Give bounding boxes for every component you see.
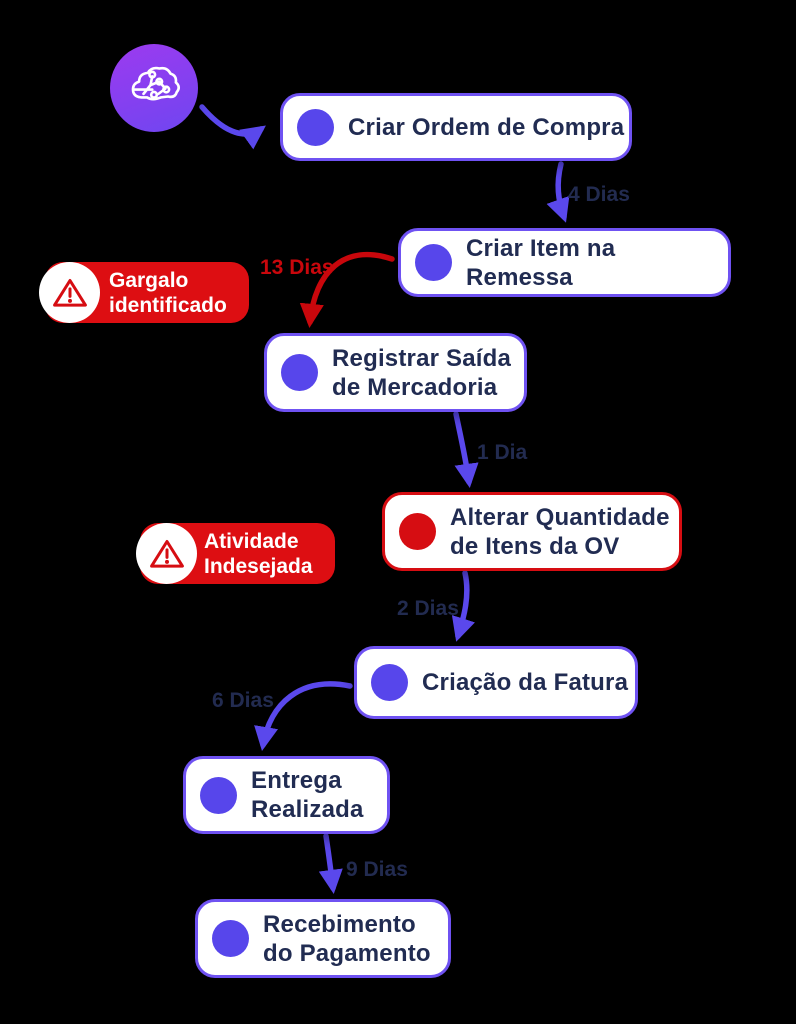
badge-label: Gargalo identificado bbox=[109, 268, 227, 318]
activity-dot bbox=[212, 920, 249, 957]
activity-dot bbox=[200, 776, 237, 814]
badge-atividade-indesejada: Atividade Indesejada bbox=[136, 523, 335, 584]
edge-registrar-saida-to-alterar-quantidade bbox=[453, 411, 479, 488]
node-label: Criação da Fatura bbox=[422, 668, 628, 697]
badge-gargalo-identificado: Gargalo identificado bbox=[39, 262, 249, 323]
warning-icon bbox=[39, 262, 100, 323]
node-label-line: de Itens da OV bbox=[450, 532, 620, 560]
node-label-line: Entrega bbox=[251, 767, 342, 794]
node-label-line: Recebimento bbox=[263, 910, 416, 938]
activity-dot bbox=[371, 664, 408, 701]
badge-label-line: identificado bbox=[109, 293, 227, 317]
process-mining-logo bbox=[110, 44, 198, 132]
edge-alterar-quantidade-to-criacao-fatura bbox=[451, 570, 476, 642]
node-label-line: do Pagamento bbox=[263, 939, 431, 967]
node-registrar-saida-de-mercadoria[interactable]: Registrar Saída de Mercadoria bbox=[264, 333, 527, 412]
node-label-line: Criar Ordem de Compra bbox=[348, 113, 625, 141]
node-label: Alterar Quantidade de Itens da OV bbox=[450, 503, 670, 561]
brain-circuit-icon bbox=[126, 58, 182, 119]
badge-label: Atividade Indesejada bbox=[204, 529, 313, 579]
badge-label-line: Atividade bbox=[204, 529, 299, 553]
edge-duration-label: 9 Dias bbox=[346, 858, 408, 881]
node-label: Criar Item na Remessa bbox=[466, 234, 728, 292]
edge-criar-ordem-to-criar-item bbox=[546, 161, 570, 223]
edge-duration-label: 2 Dias bbox=[397, 597, 459, 620]
node-label: Criar Ordem de Compra bbox=[348, 113, 624, 142]
node-label-line: Criar Item na Remessa bbox=[466, 234, 616, 291]
node-alterar-quantidade-de-itens-da-ov[interactable]: Alterar Quantidade de Itens da OV bbox=[382, 492, 682, 571]
edge-duration-label: 4 Dias bbox=[568, 183, 630, 206]
node-criar-item-na-remessa[interactable]: Criar Item na Remessa bbox=[398, 228, 731, 297]
node-label: Recebimento do Pagamento bbox=[263, 910, 431, 968]
node-label-line: de Mercadoria bbox=[332, 373, 498, 401]
node-label-line: Registrar Saída bbox=[332, 344, 512, 372]
node-criacao-da-fatura[interactable]: Criação da Fatura bbox=[354, 646, 638, 719]
node-criar-ordem-de-compra[interactable]: Criar Ordem de Compra bbox=[280, 93, 632, 161]
edge-entrega-realizada-to-recebimento bbox=[318, 833, 343, 895]
node-label-line: Realizada bbox=[251, 796, 364, 823]
edge-duration-label: 6 Dias bbox=[212, 689, 274, 712]
activity-dot bbox=[415, 244, 452, 281]
activity-dot bbox=[281, 354, 318, 391]
edge-start-to-criar-ordem bbox=[199, 104, 266, 150]
warning-icon bbox=[136, 523, 197, 584]
activity-dot bbox=[399, 513, 436, 550]
edge-criacao-fatura-to-entrega-realizada bbox=[254, 681, 353, 751]
node-label: Registrar Saída de Mercadoria bbox=[332, 344, 511, 402]
node-label-line: Criação da Fatura bbox=[422, 669, 629, 696]
node-label: Entrega Realizada bbox=[251, 766, 364, 824]
node-entrega-realizada[interactable]: Entrega Realizada bbox=[183, 756, 390, 834]
edge-duration-label: 1 Dia bbox=[477, 441, 528, 464]
badge-label-line: Indesejada bbox=[204, 554, 313, 578]
edge-duration-label: 13 Dias bbox=[260, 256, 334, 279]
badge-label-line: Gargalo bbox=[109, 268, 189, 292]
node-label-line: Alterar Quantidade bbox=[450, 503, 670, 531]
activity-dot bbox=[297, 108, 334, 146]
node-recebimento-do-pagamento[interactable]: Recebimento do Pagamento bbox=[195, 899, 451, 978]
